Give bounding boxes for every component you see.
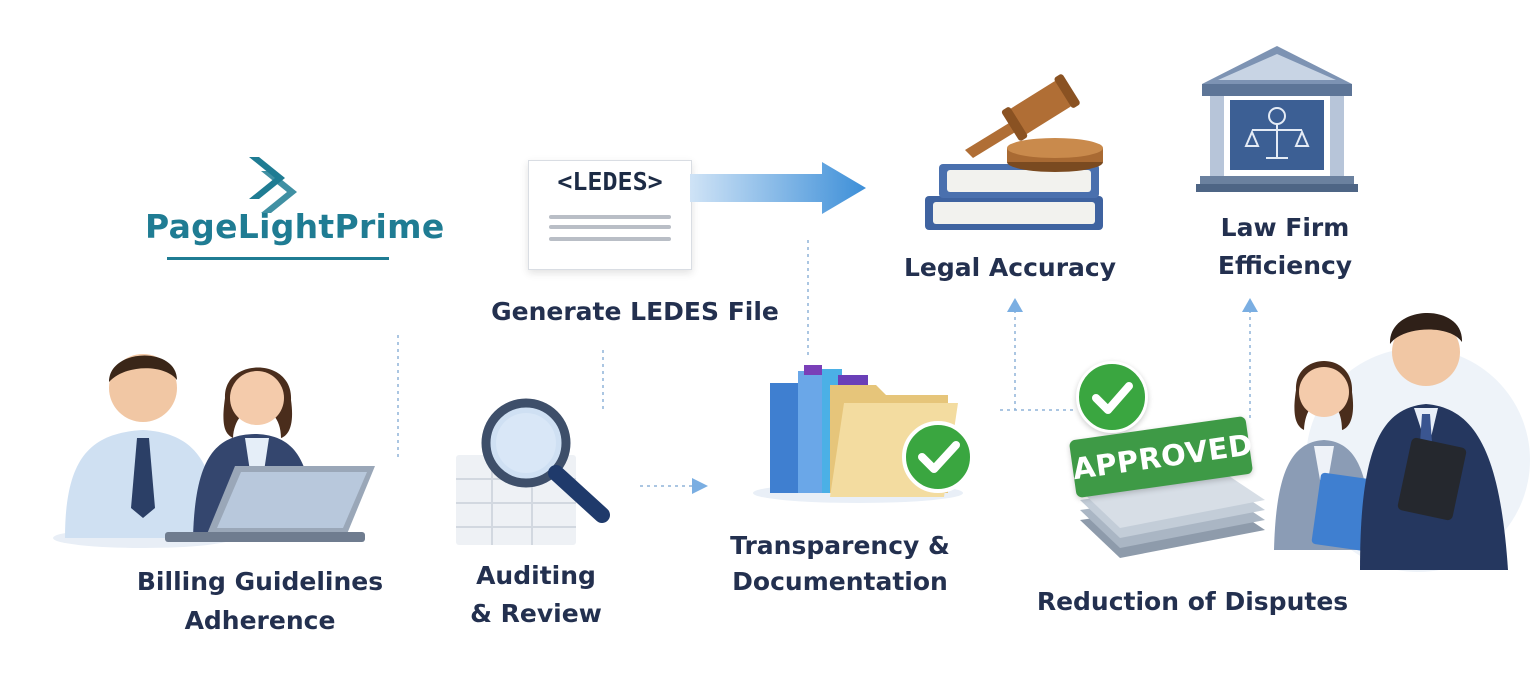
ledes-tag: <LEDES>	[557, 167, 663, 196]
folders-check-icon	[753, 365, 974, 503]
label-transparency-line1: Transparency &	[730, 531, 950, 560]
magnifier-icon	[456, 398, 610, 545]
doc-line	[549, 215, 671, 219]
label-auditing-line1: Auditing	[476, 561, 596, 590]
billing-team-icon	[53, 354, 375, 548]
label-efficiency-line2: Efficiency	[1217, 251, 1353, 280]
business-team-icon	[1274, 312, 1530, 572]
label-billing-line2: Adherence	[184, 606, 336, 635]
ledes-document-card: <LEDES>	[528, 160, 692, 270]
label-efficiency-line1: Law Firm	[1220, 213, 1350, 242]
doc-line	[549, 225, 671, 229]
arrowhead-legal	[1007, 298, 1023, 312]
arrowhead-efficiency	[1242, 298, 1258, 312]
label-legal-accuracy: Legal Accuracy	[903, 253, 1117, 282]
courthouse-icon	[1196, 46, 1358, 192]
brand-name: PageLightPrime	[145, 207, 445, 246]
flow-arrow-icon	[690, 162, 866, 214]
gavel-books-icon	[925, 74, 1103, 230]
label-transparency-line2: Documentation	[732, 567, 948, 596]
check-badge-icon	[1076, 361, 1148, 433]
label-auditing-line2: & Review	[470, 599, 602, 628]
brand-logo: PageLightPrime	[145, 155, 444, 265]
doc-line	[549, 237, 671, 241]
label-disputes: Reduction of Disputes	[1036, 587, 1349, 616]
arrowhead-audit	[692, 478, 708, 494]
chevron-logo-icon	[249, 157, 297, 213]
label-generate: Generate LEDES File	[491, 297, 779, 326]
label-billing-line1: Billing Guidelines	[136, 567, 384, 596]
logo-underline	[167, 257, 389, 260]
